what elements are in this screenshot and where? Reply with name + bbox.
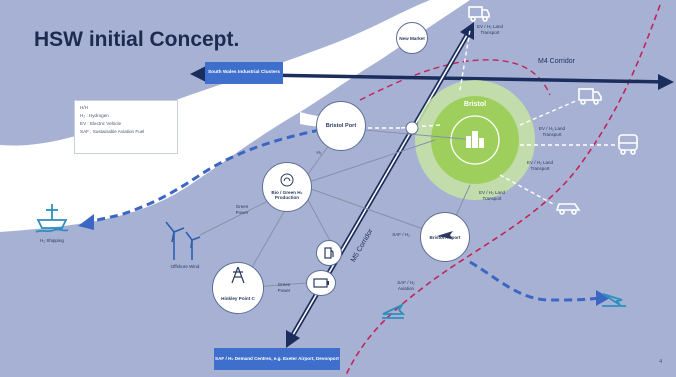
legend-line: H₂ : Hydrogen: [80, 113, 109, 118]
battery-node: [306, 270, 336, 296]
legend-line: EV : Electric Vehicle: [80, 121, 122, 126]
battery-icon: [313, 278, 329, 288]
south-wales-box: South Wales Industrial Clusters: [205, 62, 283, 84]
truck-icon-right: [578, 88, 602, 105]
demand-centres-box: SAF / H₂ Demand Centres, e.g. Exeter Air…: [214, 348, 340, 370]
legend-box: H/H H₂ : Hydrogen EV : Electric Vehicle …: [74, 100, 178, 154]
land-transport-right-label-1: EV / H₂ Land Transport: [538, 126, 565, 137]
shipping-label: H₂ Shipping: [40, 238, 64, 243]
power-pylon-icon: [231, 266, 245, 284]
offshore-wind-label: Offshore Wind: [170, 264, 200, 269]
page-title: HSW initial Concept.: [34, 28, 240, 51]
estuary-shape: [0, 0, 470, 232]
saf-aviation-label: SAF / H₂ Aviation: [397, 280, 415, 291]
m4-corridor-label: M4 Corridor: [538, 58, 575, 65]
land-transport-right-label-2: EV / H₂ Land Transport: [526, 160, 553, 171]
fuel-pump-icon: [324, 247, 334, 259]
bio-green-node: Bio / Green H₂ Production: [262, 162, 312, 212]
city-icon: [466, 131, 484, 148]
blue-dashed-arrow-shipping: [87, 128, 321, 224]
green-power-label-1: Green Power: [235, 204, 249, 215]
fuel-pump-node: [316, 240, 342, 266]
bristol-label: Bristol: [463, 100, 487, 108]
white-dashed-arrows: [350, 29, 615, 206]
ship-icon: [35, 204, 69, 233]
bristol-port-node: Bristol Port: [316, 101, 366, 151]
wind-turbine-icon: [165, 221, 201, 260]
legend-line: SAF : Sustainable Aviation Fuel: [80, 129, 145, 134]
airport-plane-icon: [437, 231, 453, 239]
page-number: 4: [659, 359, 662, 365]
car-icon: [555, 203, 581, 215]
truck-icon-top: [468, 6, 490, 22]
plane-takeoff-icon: [382, 302, 406, 319]
h2-link-label: H₂: [316, 150, 322, 155]
plane-landing-icon: [602, 293, 626, 307]
land-transport-top-label: EV / H₂ Land Transport: [476, 24, 503, 35]
new-market-node: New Market: [396, 22, 428, 54]
saf-h2-label: SAF / H₂: [392, 232, 410, 237]
bus-icon: [618, 134, 638, 155]
green-power-label-2: Green Power: [277, 282, 291, 293]
blue-dashed-arrow-aviation: [469, 260, 601, 302]
legend-line: H/H: [80, 105, 88, 110]
land-transport-mid-label: EV / H₂ Land Transport: [478, 190, 505, 201]
bio-gas-icon: [280, 173, 294, 187]
hinkley-node: Hinkley Point C: [212, 262, 264, 314]
